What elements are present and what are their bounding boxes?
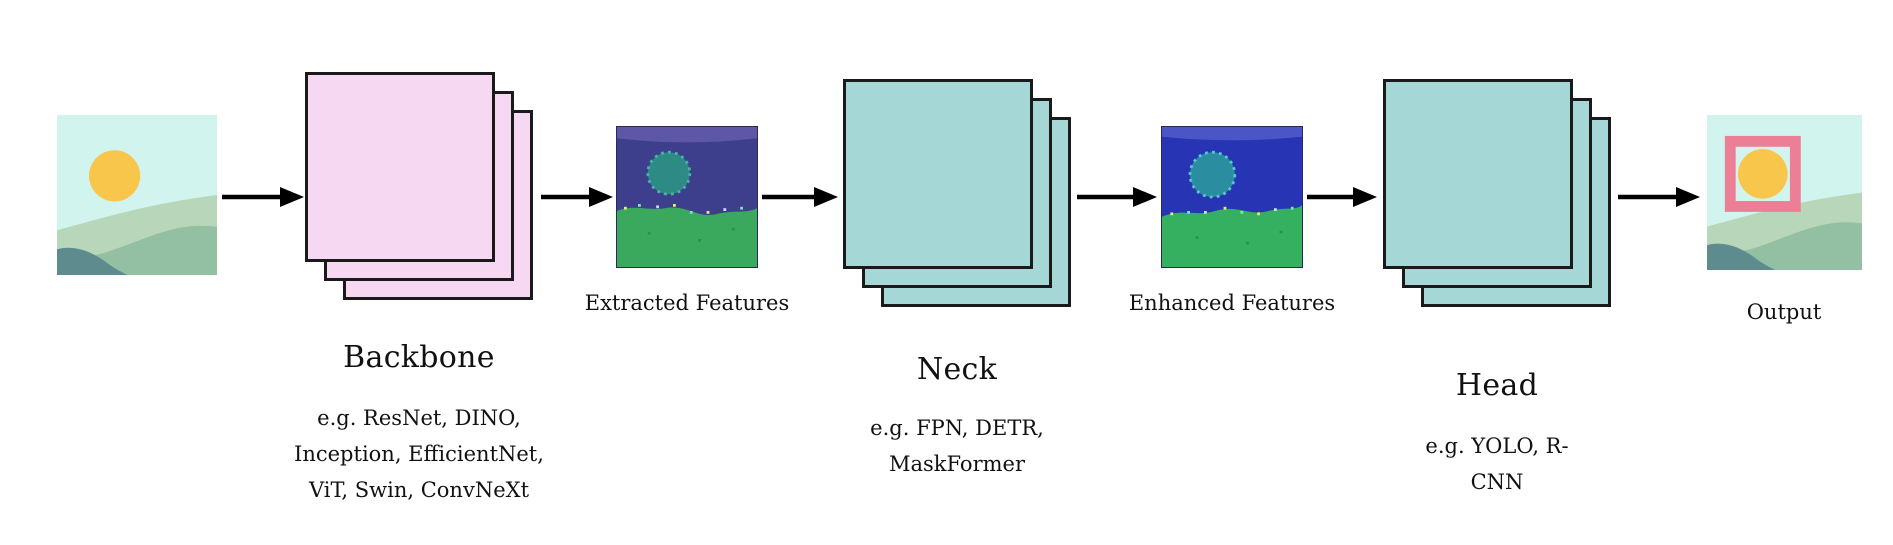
enhanced-features-label: Enhanced Features: [1128, 291, 1336, 315]
head-example-line: CNN: [1470, 470, 1524, 494]
neck-sheet-front: [843, 79, 1033, 269]
feature-noise-specks: [1170, 206, 1294, 245]
flow-arrow: [222, 187, 304, 207]
feature-sun-shape: [1188, 150, 1237, 199]
feature-band-shape: [1162, 127, 1302, 141]
neck-example-line: MaskFormer: [888, 452, 1025, 476]
backbone-stack: [305, 72, 535, 302]
backbone-examples: e.g. ResNet, DINO, Inception, EfficientN…: [249, 400, 589, 508]
backbone-title: Backbone: [343, 340, 495, 375]
feature-band-shape: [617, 127, 757, 143]
flow-arrow: [1307, 187, 1377, 207]
near-hill-shape: [57, 247, 128, 275]
neck-stack: [843, 79, 1073, 309]
neck-example-line: e.g. FPN, DETR,: [870, 416, 1044, 440]
flow-arrow: [762, 187, 838, 207]
sun-icon: [89, 150, 141, 202]
extracted-features-label: Extracted Features: [584, 291, 790, 315]
backbone-example-line: ViT, Swin, ConvNeXt: [308, 478, 530, 502]
head-example-line: e.g. YOLO, R-: [1425, 434, 1569, 458]
input-image: [57, 115, 217, 275]
output-image: [1707, 115, 1862, 270]
head-title: Head: [1455, 368, 1539, 403]
feature-hill-shape: [1162, 205, 1302, 267]
feature-noise-specks: [624, 204, 743, 242]
neck-title: Neck: [916, 352, 998, 387]
extracted-features-image: [616, 126, 758, 268]
head-stack: [1383, 79, 1613, 309]
flow-arrow: [1077, 187, 1157, 207]
feature-sun-shape: [646, 150, 692, 196]
backbone-sheet-front: [305, 72, 495, 262]
feature-hill-shape: [617, 207, 757, 267]
bounding-box: [1724, 135, 1801, 212]
backbone-example-line: Inception, EfficientNet,: [294, 442, 544, 466]
sun-icon: [1738, 149, 1788, 199]
near-hill-shape: [1707, 243, 1776, 270]
enhanced-features-image: [1161, 126, 1303, 268]
backbone-example-line: e.g. ResNet, DINO,: [317, 406, 521, 430]
flow-arrow: [541, 187, 613, 207]
flow-arrow: [1618, 187, 1700, 207]
output-label: Output: [1746, 300, 1822, 324]
neck-examples: e.g. FPN, DETR, MaskFormer: [787, 410, 1127, 482]
head-examples: e.g. YOLO, R- CNN: [1327, 428, 1667, 500]
head-sheet-front: [1383, 79, 1573, 269]
